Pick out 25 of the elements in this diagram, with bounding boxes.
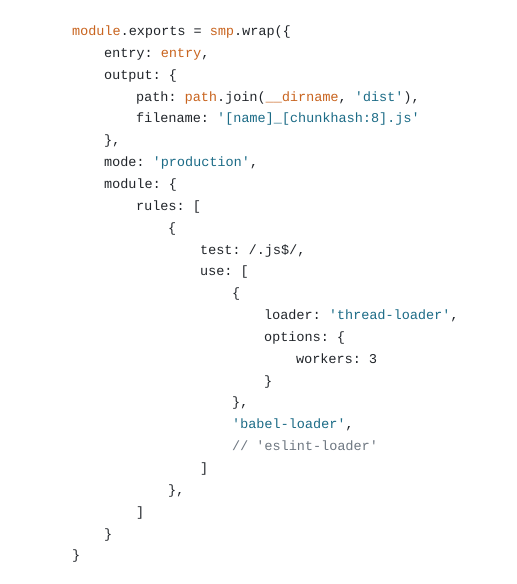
code-line: } xyxy=(104,526,112,545)
code-line: ] xyxy=(200,461,208,479)
code-line: ] xyxy=(136,504,144,523)
code-line: output: { xyxy=(104,68,177,86)
code-line: mode: 'production', xyxy=(104,155,258,174)
code-line: test: /.js$/, xyxy=(200,242,306,260)
code-line: rules: [ xyxy=(136,198,201,217)
code-line: } xyxy=(264,374,272,392)
code-line: path: path.join(__dirname, 'dist'), xyxy=(136,90,420,108)
code-line: { xyxy=(168,220,176,239)
code-comment: // 'eslint-loader' xyxy=(232,439,378,458)
code-line: module.exports = smp.wrap({ xyxy=(72,24,291,42)
code-line: 'babel-loader', xyxy=(232,417,354,436)
code-line: filename: '[name]_[chunkhash:8].js' xyxy=(136,111,420,130)
code-line: loader: 'thread-loader', xyxy=(264,308,458,326)
code-line: entry: entry, xyxy=(104,46,210,64)
code-line: workers: 3 xyxy=(296,352,378,370)
code-line: use: [ xyxy=(200,264,249,282)
code-line: }, xyxy=(104,133,120,152)
code-line: module: { xyxy=(104,176,177,195)
code-line: }, xyxy=(232,395,248,414)
code-line: options: { xyxy=(264,330,346,348)
code-line: }, xyxy=(168,482,184,501)
code-line: { xyxy=(232,286,240,304)
code-line: } xyxy=(72,548,80,566)
